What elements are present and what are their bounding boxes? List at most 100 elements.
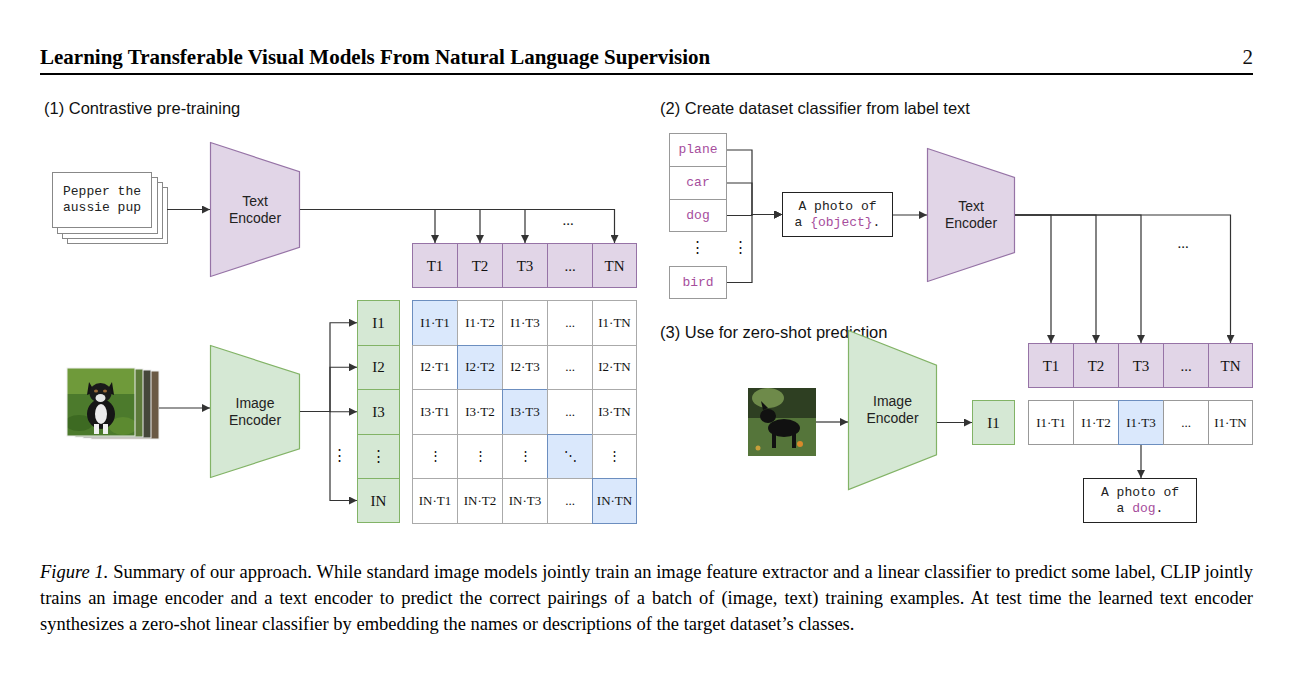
- matrix-cell: ⋮: [592, 434, 637, 480]
- image-embedding: I1: [357, 300, 400, 346]
- matrix-cell: I1·TN: [592, 300, 637, 346]
- arrow-connector: [1140, 445, 1141, 478]
- node-text: ...: [564, 257, 575, 275]
- node-text: T3: [517, 257, 534, 275]
- text-encoder: Text Encoder: [927, 148, 1015, 282]
- matrix-cell: ...: [547, 389, 593, 435]
- arrow-connector: [1015, 215, 1096, 343]
- arrow-connector: [1015, 215, 1231, 343]
- node-text: dog: [686, 208, 709, 224]
- similarity-cell-highlight: I1·T3: [1118, 400, 1164, 445]
- node-text: I1·T3: [1126, 415, 1156, 431]
- arrow-connector: [893, 214, 927, 215]
- node-text: T1: [1043, 357, 1060, 375]
- text-embedding: ...: [547, 243, 593, 288]
- text-run: .: [1156, 501, 1164, 516]
- arrow-connector: [727, 183, 782, 215]
- arrow-connector: [300, 210, 435, 244]
- node-text: A photo of a {object}.: [792, 199, 884, 230]
- input-arrow: [816, 421, 848, 422]
- matrix-cell-highlight: ⋱: [547, 434, 593, 480]
- ellipsis-mark: ⋮: [329, 443, 349, 467]
- matrix-cell: IN·T3: [502, 478, 548, 524]
- dog-photo: [748, 388, 816, 456]
- matrix-cell-highlight: IN·TN: [592, 478, 637, 524]
- matrix-cell: ...: [547, 300, 593, 346]
- image-encoder: Image Encoder: [848, 330, 937, 490]
- node-text: I2: [372, 358, 385, 376]
- node-text: IN: [371, 492, 387, 510]
- ellipsis-mark: ...: [548, 210, 588, 230]
- node-text: Text Encoder: [940, 198, 1002, 232]
- prompt-box: A photo of a {object}.: [782, 192, 893, 237]
- matrix-cell: IN·T2: [457, 478, 503, 524]
- text-embedding: T3: [502, 243, 548, 288]
- text-run: dog: [1132, 501, 1155, 516]
- matrix-cell-highlight: I1·T1: [412, 300, 458, 346]
- arrow-connector: [300, 210, 480, 244]
- node-text: I1: [372, 314, 385, 332]
- node-text: T1: [427, 257, 444, 275]
- node-text: plane: [678, 142, 717, 158]
- matrix-cell: I2·T1: [412, 345, 458, 391]
- class-label-box: car: [669, 166, 727, 200]
- node-text: ...: [1180, 357, 1191, 375]
- matrix-cell: IN·T1: [412, 478, 458, 524]
- caption-body: Summary of our approach. While standard …: [40, 562, 1253, 634]
- matrix-cell: ⋮: [457, 434, 503, 480]
- matrix-cell: I2·T3: [502, 345, 548, 391]
- matrix-cell: I1·T3: [502, 300, 548, 346]
- node-text: I1·T1: [1036, 415, 1066, 431]
- node-text: T3: [1133, 357, 1150, 375]
- node-text: TN: [605, 257, 625, 275]
- text-embedding: ...: [1163, 343, 1209, 388]
- node-text: bird: [682, 275, 713, 291]
- text-embedding: TN: [1208, 343, 1253, 388]
- matrix-cell-highlight: I3·T3: [502, 389, 548, 435]
- puppy-photo: [65, 368, 137, 436]
- caption-lead: Figure 1.: [40, 562, 108, 582]
- node-text: I1·TN: [1214, 415, 1247, 431]
- arrow-connector: [937, 422, 972, 423]
- matrix-cell-highlight: I2·T2: [457, 345, 503, 391]
- arrow-connector: [167, 209, 210, 210]
- ellipsis-mark: ⋮: [730, 235, 750, 259]
- text-embedding: T1: [412, 243, 458, 288]
- arrow-connector: [727, 215, 782, 216]
- text-embedding: T1: [1028, 343, 1074, 388]
- similarity-cell: I1·TN: [1208, 400, 1253, 445]
- node-text: Image Encoder: [862, 393, 924, 427]
- text-run: {object}: [810, 215, 872, 230]
- arrow-connector: [727, 215, 782, 283]
- text-embedding: TN: [592, 243, 637, 288]
- matrix-cell: ...: [547, 478, 593, 524]
- arrow-connector: [300, 323, 357, 412]
- matrix-cell: I3·T1: [412, 389, 458, 435]
- matrix-cell: ⋮: [412, 434, 458, 480]
- image-embedding: IN: [357, 478, 400, 523]
- image-embedding: I2: [357, 345, 400, 391]
- image-encoder: Image Encoder: [210, 345, 300, 478]
- arrow-connector: [300, 210, 525, 244]
- trapezoid-outline: [928, 149, 1015, 282]
- text-embedding: T3: [1118, 343, 1164, 388]
- matrix-cell: I2·TN: [592, 345, 637, 391]
- node-text: Text Encoder: [224, 193, 286, 227]
- prompt-box: A photo of a dog.: [1083, 478, 1197, 523]
- node-text: ...: [1181, 415, 1191, 431]
- text-embedding: T2: [457, 243, 503, 288]
- trapezoid-outline: [211, 346, 300, 478]
- node-text: I1·T2: [1081, 415, 1111, 431]
- text-embedding: T2: [1073, 343, 1119, 388]
- node-text: Image Encoder: [224, 395, 286, 429]
- photo-frame: [67, 368, 135, 436]
- ellipsis-mark: ...: [1163, 233, 1203, 253]
- node-text: car: [686, 175, 709, 191]
- running-header: Learning Transferable Visual Models From…: [40, 44, 710, 70]
- page-number: 2: [1193, 44, 1253, 70]
- arrow-connector: [300, 411, 357, 412]
- figure-caption: Figure 1. Summary of our approach. While…: [40, 559, 1253, 637]
- node-text: Pepper the aussie pup: [56, 184, 148, 215]
- arrow-connector: [1015, 215, 1051, 343]
